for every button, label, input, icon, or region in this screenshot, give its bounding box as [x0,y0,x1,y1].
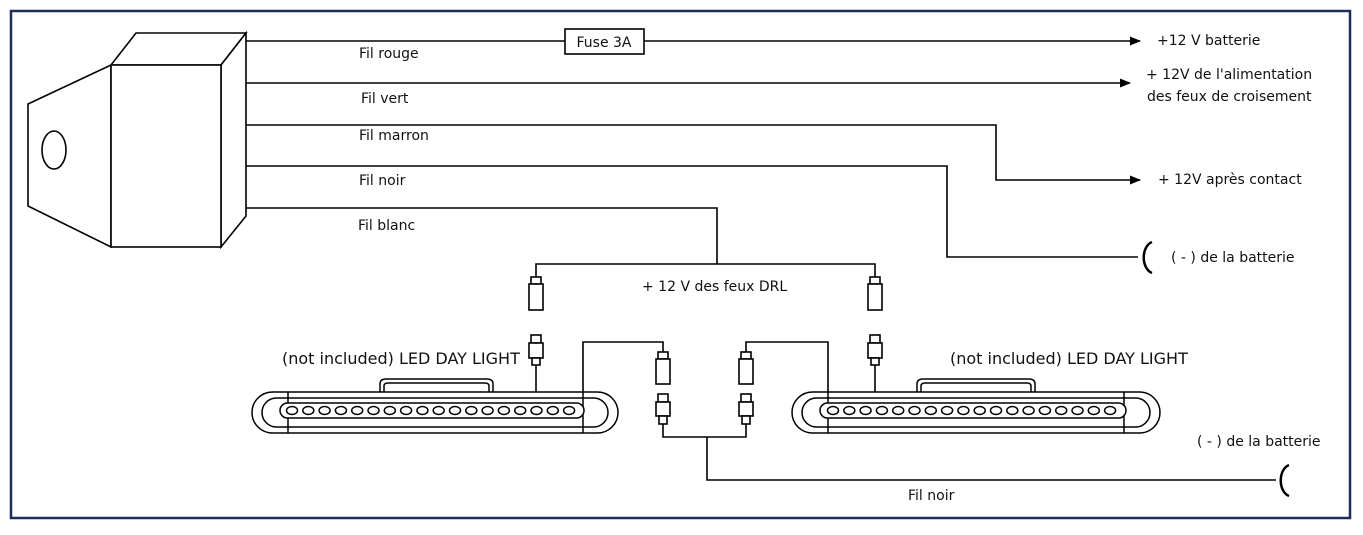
label-drl-power: + 12 V des feux DRL [642,279,787,295]
led-right-inner [801,397,1151,428]
ground-terminal-bottom-icon [1279,463,1290,498]
relay-module [27,30,248,250]
led-left-dots [285,405,576,416]
connector-ground-left-upper [655,351,671,385]
led-dot [416,405,429,416]
wire-right-led-to-connector [745,341,829,432]
relay-mount-hole [41,130,67,170]
led-dot [957,405,970,416]
wire-ground-black [706,437,1276,481]
led-dot [350,405,364,416]
connector-drl-right [867,276,883,311]
wire-left-led-to-connector [582,341,664,432]
wire-black [246,165,1138,258]
wire-ground-join [662,424,747,438]
led-dot [1103,405,1117,416]
led-dot [924,405,938,416]
led-dot [891,405,905,416]
label-low-beam-line2: des feux de croisement [1147,89,1312,105]
connector-led-left-power [528,334,544,366]
led-dot [1038,405,1052,416]
label-wire-green: Fil vert [361,91,409,107]
led-dot [875,405,889,416]
led-left-inner [261,397,609,428]
fuse-box [564,28,645,55]
led-dot [334,405,348,416]
led-dot [481,405,494,416]
label-battery-negative-bottom: ( - ) de la batterie [1197,434,1321,450]
connector-ground-left-lower [655,393,671,425]
led-dot [546,405,560,416]
label-led-right: (not included) LED DAY LIGHT [950,349,1188,368]
led-right-dots [826,405,1117,416]
diagram-border [9,9,1352,520]
led-dot [318,405,331,416]
led-dot [843,405,856,416]
label-wire-brown: Fil marron [359,128,429,144]
led-dot [497,405,511,416]
led-dot [1054,405,1068,416]
led-bar-left [251,378,619,434]
led-dot [940,405,954,416]
relay-right-face [220,30,247,250]
led-left-handle-inner [383,382,490,392]
led-dot [448,405,462,416]
label-ignition: + 12V après contact [1158,172,1302,188]
led-dot [530,405,543,416]
led-dot [513,405,527,416]
led-dot [989,405,1003,416]
label-battery-positive: +12 V batterie [1157,33,1260,49]
wire-drl-split [535,263,876,278]
led-bar-right [791,378,1161,434]
wire-brown [246,124,1142,185]
led-dot [1006,405,1019,416]
connector-drl-left [528,276,544,311]
led-dot [973,405,986,416]
fuse-label: Fuse 3A [576,35,631,51]
led-dot [465,405,478,416]
led-dot [1087,405,1101,416]
led-dot [562,405,576,416]
connector-ground-right-upper [738,351,754,385]
led-dot [367,405,380,416]
led-dot [302,405,315,416]
led-right-handle [916,378,1036,392]
led-dot [1071,405,1084,416]
relay-side-face [27,63,112,249]
led-dot [432,405,445,416]
led-dot [1022,405,1035,416]
ground-terminal-top-icon [1142,240,1153,275]
led-dot [859,405,872,416]
label-wire-red: Fil rouge [359,46,419,62]
led-dot [826,405,840,416]
wires [246,36,1276,481]
label-wire-white: Fil blanc [358,218,415,234]
label-wire-ground-black: Fil noir [908,488,955,504]
led-dot [908,405,921,416]
label-wire-black: Fil noir [359,173,406,189]
label-battery-negative-top: ( - ) de la batterie [1171,250,1295,266]
label-led-left: (not included) LED DAY LIGHT [282,349,520,368]
relay-front-face [110,64,222,248]
led-dot [285,405,299,416]
led-right-handle-inner [920,382,1032,392]
led-left-handle [379,378,494,392]
led-dot [399,405,413,416]
connector-led-right-power [867,334,883,366]
wire-white [246,207,718,264]
connector-ground-right-lower [738,393,754,425]
label-low-beam-line1: + 12V de l'alimentation [1146,67,1312,83]
led-dot [383,405,397,416]
